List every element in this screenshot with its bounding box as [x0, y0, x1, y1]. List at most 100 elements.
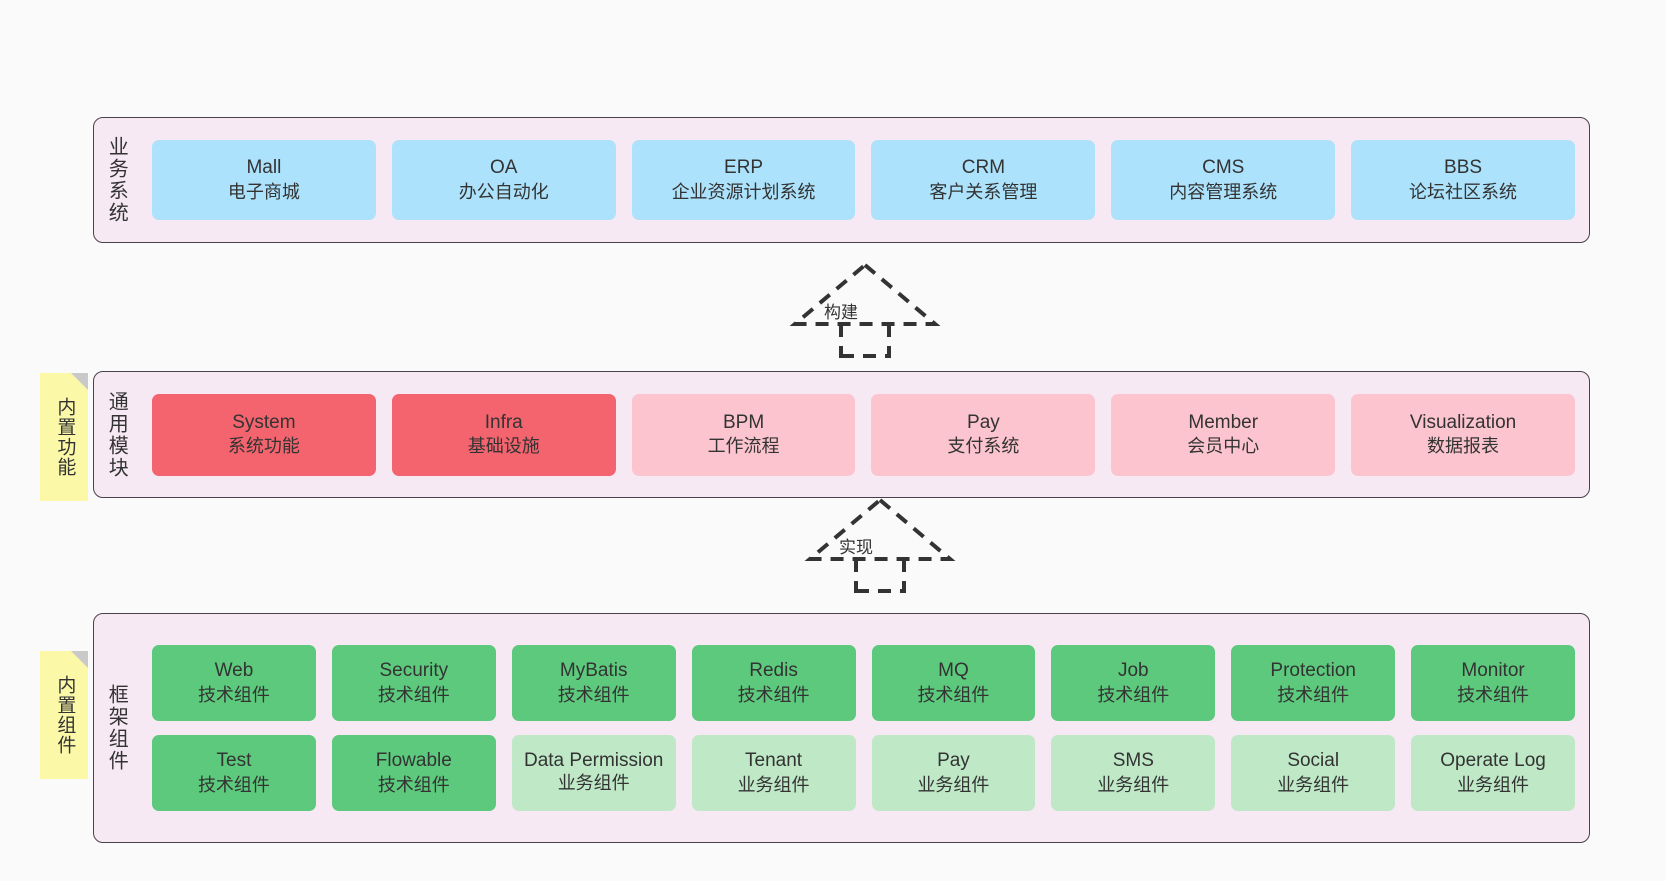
card-operate-log[interactable]: Operate Log 业务组件 [1411, 735, 1575, 811]
card-title: Pay [967, 411, 1000, 433]
card-tenant[interactable]: Tenant 业务组件 [691, 735, 856, 811]
card-mq[interactable]: MQ 技术组件 [871, 645, 1036, 721]
card-subtitle: 技术组件 [557, 684, 630, 705]
card-social[interactable]: Social 业务组件 [1231, 735, 1396, 811]
card-subtitle: 业务组件 [1457, 774, 1530, 795]
card-title: MyBatis [559, 660, 628, 682]
card-pay[interactable]: Pay 支付系统 [871, 393, 1096, 476]
card-cms[interactable]: CMS 内容管理系统 [1111, 140, 1336, 220]
note-label: 内置组件 [54, 675, 76, 755]
card-mybatis[interactable]: MyBatis 技术组件 [511, 645, 676, 721]
connector-label-build: 构建 [824, 303, 858, 322]
card-subtitle: 支付系统 [947, 436, 1020, 457]
card-title: Job [1117, 660, 1149, 682]
card-title: Redis [749, 660, 798, 682]
card-subtitle: 业务组件 [917, 774, 990, 795]
card-bbs[interactable]: BBS 论坛社区系统 [1351, 140, 1575, 220]
card-title: Protection [1270, 660, 1356, 682]
card-subtitle: 办公自动化 [458, 181, 549, 202]
layer-body-business-system: Mall 电子商城 OA 办公自动化 ERP 企业资源计划系统 CRM 客户关系… [138, 118, 1589, 242]
layer-framework-component: 框架组件 Web 技术组件 Security 技术组件 MyBatis 技术组件… [93, 613, 1590, 843]
card-erp[interactable]: ERP 企业资源计划系统 [631, 140, 856, 220]
card-flowable[interactable]: Flowable 技术组件 [331, 735, 496, 811]
layer-body-framework-component: Web 技术组件 Security 技术组件 MyBatis 技术组件 Redi… [138, 614, 1589, 842]
layer-body-common-module: System 系统功能 Infra 基础设施 BPM 工作流程 Pay 支付系统… [138, 372, 1589, 497]
card-title: Operate Log [1440, 750, 1546, 772]
card-visualization[interactable]: Visualization 数据报表 [1351, 393, 1575, 476]
card-title: Flowable [375, 750, 452, 772]
card-data-permission[interactable]: Data Permission 业务组件 [511, 735, 676, 811]
card-subtitle: 技术组件 [737, 684, 810, 705]
layer-common-module: 通用模块 System 系统功能 Infra 基础设施 BPM 工作流程 Pay… [93, 371, 1590, 498]
card-subtitle: 电子商城 [227, 181, 300, 202]
card-oa[interactable]: OA 办公自动化 [391, 140, 616, 220]
card-crm[interactable]: CRM 客户关系管理 [871, 140, 1096, 220]
card-subtitle: 企业资源计划系统 [671, 181, 816, 202]
card-title: Social [1287, 750, 1340, 772]
layer-business-system: 业务系统 Mall 电子商城 OA 办公自动化 ERP 企业资源计划系统 CRM… [93, 117, 1590, 243]
card-redis[interactable]: Redis 技术组件 [691, 645, 856, 721]
layer-label-business-system: 业务系统 [105, 136, 128, 224]
card-subtitle: 基础设施 [467, 436, 540, 457]
connector-label-implement: 实现 [839, 538, 873, 557]
card-title: Pay [937, 750, 970, 772]
card-subtitle: 技术组件 [197, 684, 270, 705]
card-title: SMS [1112, 750, 1154, 772]
card-row: System 系统功能 Infra 基础设施 BPM 工作流程 Pay 支付系统… [152, 393, 1575, 476]
note-builtin-component: 内置组件 [40, 651, 88, 779]
card-subtitle: 技术组件 [1457, 684, 1530, 705]
card-subtitle: 数据报表 [1427, 436, 1500, 457]
note-label: 内置功能 [54, 397, 76, 477]
card-monitor[interactable]: Monitor 技术组件 [1411, 645, 1575, 721]
card-title: Visualization [1409, 411, 1517, 433]
card-title: Infra [484, 411, 523, 433]
card-subtitle: 业务组件 [1097, 774, 1170, 795]
card-title: Security [379, 660, 449, 682]
card-subtitle: 业务组件 [557, 772, 630, 793]
card-title: ERP [724, 157, 764, 179]
card-title: BPM [722, 411, 765, 433]
card-subtitle: 技术组件 [917, 684, 990, 705]
card-title: CMS [1202, 157, 1245, 179]
card-subtitle: 技术组件 [1097, 684, 1170, 705]
card-subtitle: 业务组件 [737, 774, 810, 795]
card-row: Mall 电子商城 OA 办公自动化 ERP 企业资源计划系统 CRM 客户关系… [152, 140, 1575, 220]
card-infra[interactable]: Infra 基础设施 [391, 393, 616, 476]
card-subtitle: 业务组件 [1277, 774, 1350, 795]
card-title: Member [1188, 411, 1259, 433]
generalization-arrow-icon [804, 497, 956, 593]
card-title: Data Permission [523, 750, 664, 772]
card-title: BBS [1444, 157, 1483, 179]
card-web[interactable]: Web 技术组件 [152, 645, 316, 721]
card-mall[interactable]: Mall 电子商城 [152, 140, 376, 220]
card-subtitle: 工作流程 [707, 436, 780, 457]
card-row: Test 技术组件 Flowable 技术组件 Data Permission … [152, 735, 1575, 811]
card-subtitle: 技术组件 [377, 684, 450, 705]
card-title: Web [214, 660, 254, 682]
card-title: Mall [246, 157, 282, 179]
card-pay-component[interactable]: Pay 业务组件 [871, 735, 1036, 811]
card-job[interactable]: Job 技术组件 [1051, 645, 1216, 721]
card-bpm[interactable]: BPM 工作流程 [631, 393, 856, 476]
card-member[interactable]: Member 会员中心 [1111, 393, 1336, 476]
card-subtitle: 技术组件 [197, 774, 270, 795]
card-subtitle: 论坛社区系统 [1409, 181, 1518, 202]
card-subtitle: 内容管理系统 [1169, 181, 1278, 202]
card-title: OA [490, 157, 518, 179]
card-protection[interactable]: Protection 技术组件 [1231, 645, 1396, 721]
note-builtin-function: 内置功能 [40, 373, 88, 501]
connector-implement: 实现 [804, 497, 956, 593]
card-row: Web 技术组件 Security 技术组件 MyBatis 技术组件 Redi… [152, 645, 1575, 721]
card-security[interactable]: Security 技术组件 [331, 645, 496, 721]
card-title: System [232, 411, 296, 433]
card-title: Tenant [745, 750, 803, 772]
card-title: Monitor [1461, 660, 1525, 682]
connector-build: 构建 [789, 262, 941, 358]
generalization-arrow-icon [789, 262, 941, 358]
card-sms[interactable]: SMS 业务组件 [1051, 735, 1216, 811]
card-test[interactable]: Test 技术组件 [152, 735, 316, 811]
card-system[interactable]: System 系统功能 [152, 393, 376, 476]
card-subtitle: 客户关系管理 [929, 181, 1038, 202]
card-title: CRM [961, 157, 1006, 179]
